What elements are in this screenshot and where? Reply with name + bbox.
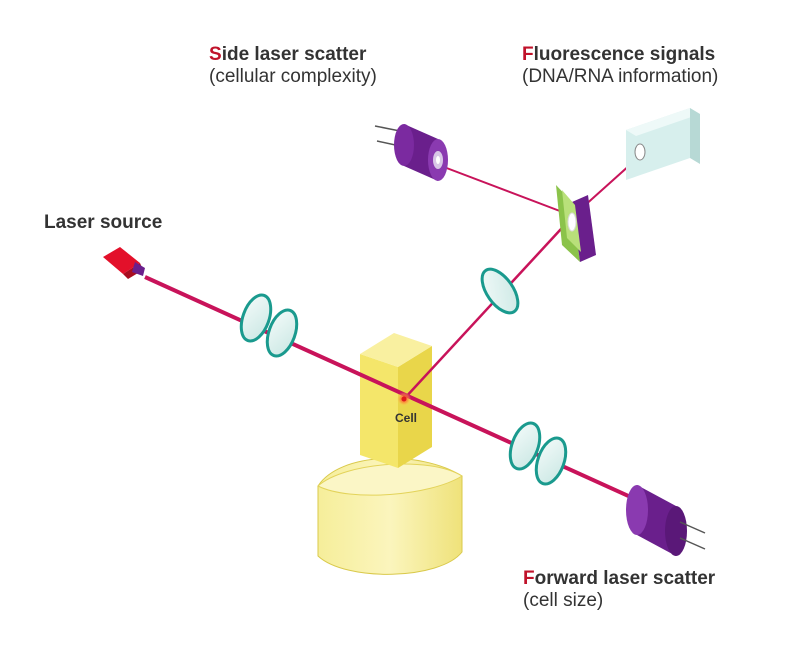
forward-subtitle: (cell size) xyxy=(523,590,604,611)
laser-source-title: Laser source xyxy=(44,212,163,233)
side-scatter-label: Side laser scatter (cellular complexity) xyxy=(209,44,377,88)
nozzle-base xyxy=(317,457,463,575)
fluor-title-text: luorescence signals xyxy=(533,44,716,65)
side-scatter-detector xyxy=(374,124,448,181)
main-laser-beam xyxy=(144,275,656,510)
forward-scatter-label: Forward laser scatter (cell size) xyxy=(523,568,715,612)
lens-pair-input xyxy=(239,293,299,358)
fluor-cap-letter: F xyxy=(522,44,534,65)
lens-side xyxy=(480,267,520,315)
dichroic-mirror xyxy=(556,185,596,262)
cell-core xyxy=(401,396,407,402)
side-detector-beam xyxy=(435,163,574,217)
cell-label: Cell xyxy=(395,411,418,425)
fluorescence-label: Fluorescence signals (DNA/RNA informatio… xyxy=(522,44,718,88)
fluorescence-detector xyxy=(626,108,700,180)
forward-scatter-detector xyxy=(626,485,706,556)
fluor-subtitle: (DNA/RNA information) xyxy=(522,66,719,87)
side-cap-letter: S xyxy=(209,44,222,65)
side-title-text: ide laser scatter xyxy=(221,44,367,65)
side-subtitle: (cellular complexity) xyxy=(209,66,377,87)
laser-source-label: Laser source xyxy=(44,212,162,234)
side-scatter-beam xyxy=(403,215,574,400)
laser-source-device xyxy=(103,247,145,279)
forward-title-text: orward laser scatter xyxy=(534,568,716,589)
lens-pair-forward xyxy=(508,421,568,486)
forward-cap-letter: F xyxy=(523,568,535,589)
